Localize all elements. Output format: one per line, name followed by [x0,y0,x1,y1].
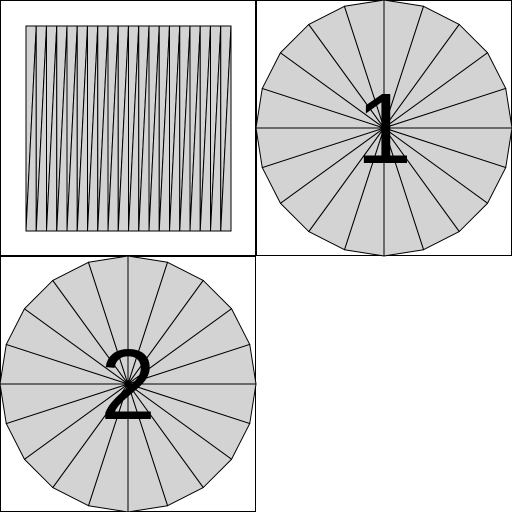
tile-fan-circle-1 [255,0,512,257]
fan-triangle [127,343,257,385]
fan-triangle [383,87,512,129]
label-2: 2 [100,329,156,441]
tile-strip-square [25,25,232,232]
label-1: 1 [356,73,412,185]
tile-fan-circle-2 [0,255,257,512]
strip-triangle [220,25,232,232]
